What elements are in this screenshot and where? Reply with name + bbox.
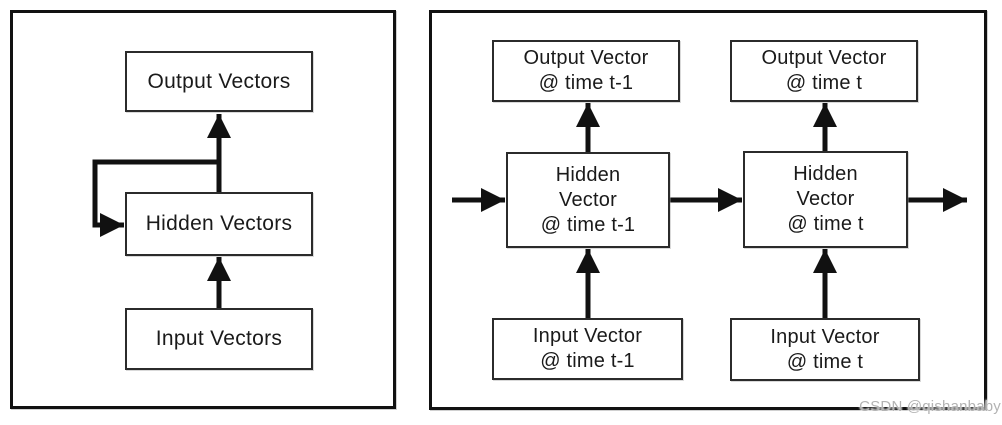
output-vectors-label: Output Vectors <box>147 69 291 93</box>
hidden-vector-t-box: Hidden Vector @ time t <box>743 151 908 248</box>
box-label-line: @ time t-1 <box>538 72 634 94</box>
box-label-line: @ time t <box>786 350 864 373</box>
box-label-line: Input Vector <box>532 325 643 347</box>
output-vector-t-box: Output Vector @ time t <box>730 40 918 102</box>
folded-rnn-panel <box>10 10 396 409</box>
output-vector-t-minus-1-box: Output Vector @ time t-1 <box>492 40 680 102</box>
box-label-line: Output Vector <box>523 47 649 69</box>
box-label-line: Vector <box>559 188 617 211</box>
box-label-line: @ time t-1 <box>540 350 635 372</box>
hidden-vectors-box: Hidden Vectors <box>125 192 313 256</box>
input-vector-t-minus-1-box: Input Vector @ time t-1 <box>492 318 683 380</box>
box-label-line: @ time t <box>787 213 864 235</box>
input-vectors-label: Input Vectors <box>155 327 283 350</box>
box-label-line: Vector <box>796 188 855 210</box>
box-label-line: @ time t-1 <box>540 213 636 236</box>
box-label-line: @ time t <box>785 72 863 94</box>
box-label-line: Input Vector <box>770 325 880 348</box>
unrolled-rnn-panel <box>429 10 987 410</box>
hidden-vector-t-minus-1-box: Hidden Vector @ time t-1 <box>506 152 670 248</box>
input-vectors-box: Input Vectors <box>125 308 313 370</box>
output-vectors-box: Output Vectors <box>125 51 313 112</box>
box-label-line: Hidden <box>555 163 621 186</box>
hidden-vectors-label: Hidden Vectors <box>145 212 293 235</box>
box-label-line: Hidden <box>793 163 858 185</box>
input-vector-t-box: Input Vector @ time t <box>730 318 920 381</box>
box-label-line: Output Vector <box>761 47 887 69</box>
csdn-watermark: CSDN @qishanbaby <box>859 398 1001 415</box>
